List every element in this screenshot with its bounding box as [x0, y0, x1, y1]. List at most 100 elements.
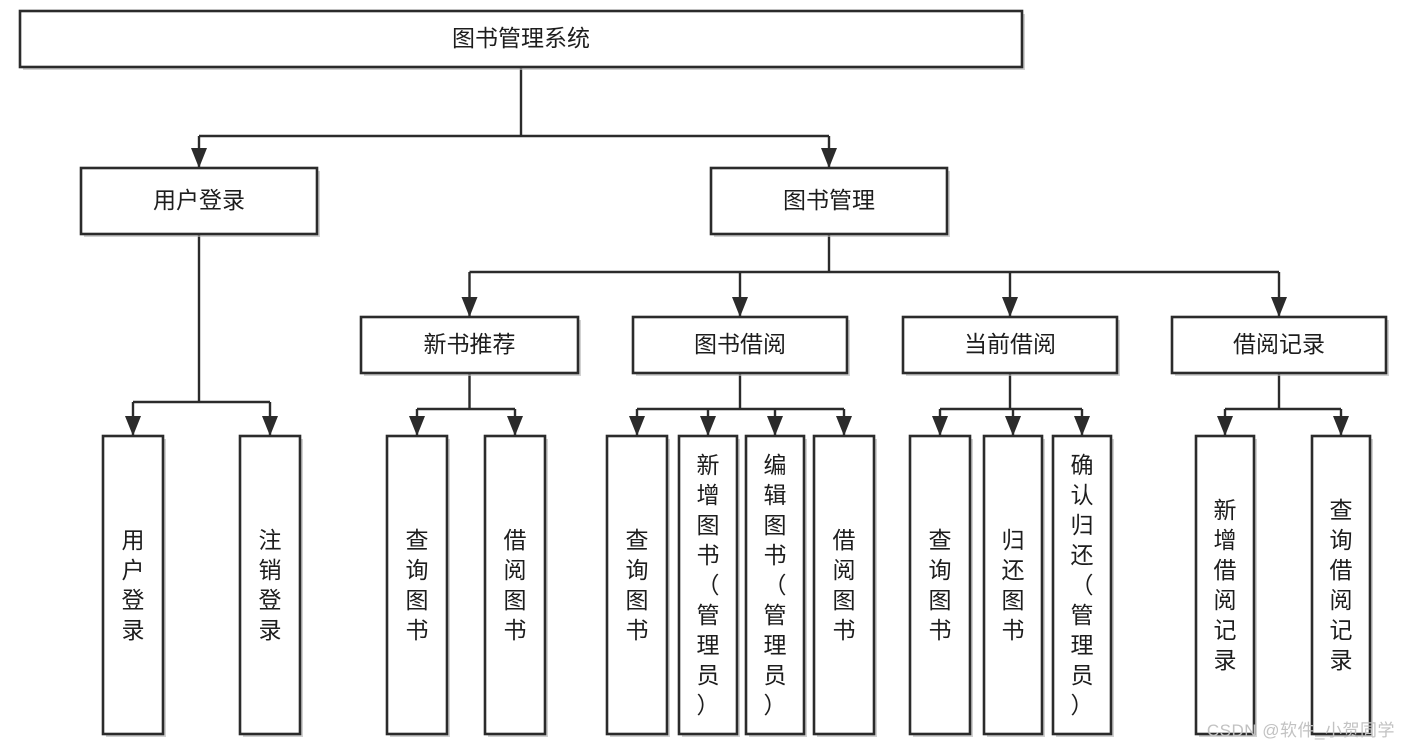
node-label-char: 销	[259, 557, 282, 583]
node-box[interactable]	[1051, 434, 1113, 736]
node-label-char: 理	[1071, 632, 1094, 658]
node-new-book-recommend[interactable]: 新书推荐	[359, 315, 581, 376]
node-label-char: 新	[1214, 497, 1237, 523]
node-box[interactable]	[1310, 434, 1372, 736]
node-book-management[interactable]: 图书管理	[709, 166, 950, 237]
node-label-char: 借	[833, 527, 856, 553]
arrow-head-icon	[1217, 416, 1233, 436]
node-box[interactable]	[385, 434, 449, 736]
arrow-head-icon	[836, 416, 852, 436]
arrow-head-icon	[1333, 416, 1349, 436]
node-label: 图书管理	[783, 187, 875, 213]
arrow-head-icon	[1074, 416, 1090, 436]
node-label-char: 书	[504, 617, 527, 643]
node-label-char: 还	[1002, 557, 1025, 583]
node-box[interactable]	[908, 434, 972, 736]
node-box[interactable]	[812, 434, 876, 736]
node-root-图书管理系统[interactable]: 图书管理系统	[18, 9, 1025, 70]
node-label-char: ）	[764, 692, 787, 718]
node-label-char: 书	[697, 542, 720, 568]
node-box[interactable]	[238, 434, 302, 736]
node-box[interactable]	[1194, 434, 1256, 736]
node-label-char: 书	[406, 617, 429, 643]
node-label-char: 阅	[1214, 587, 1237, 613]
arrow-head-icon	[1002, 297, 1018, 317]
node-label-char: 书	[1002, 617, 1025, 643]
arrow-head-icon	[262, 416, 278, 436]
arrow-head-icon	[1005, 416, 1021, 436]
node-label-char: （	[1071, 572, 1094, 598]
arrow-head-icon	[191, 148, 207, 168]
node-box[interactable]	[631, 315, 849, 375]
node-box[interactable]	[605, 434, 669, 736]
node-label-char: （	[764, 572, 787, 598]
node-label-char: 录	[122, 617, 145, 643]
node-layer: 图书管理系统用户登录图书管理新书推荐图书借阅当前借阅借阅记录用户登录注销登录查询…	[18, 9, 1389, 737]
node-label: 借阅记录	[1233, 331, 1325, 357]
node-label-char: 还	[1071, 542, 1094, 568]
node-label-char: 图	[626, 587, 649, 613]
node-label-char: 归	[1071, 512, 1094, 538]
node-current-borrow[interactable]: 当前借阅	[901, 315, 1120, 376]
arrow-head-icon	[125, 416, 141, 436]
node-leaf-user-login[interactable]: 用户登录	[101, 434, 166, 737]
node-label-char: 编	[764, 452, 787, 478]
node-box[interactable]	[982, 434, 1044, 736]
node-label-char: 书	[833, 617, 856, 643]
node-label-char: 图	[833, 587, 856, 613]
node-box[interactable]	[1170, 315, 1388, 375]
node-box[interactable]	[79, 166, 319, 236]
node-label-char: 书	[929, 617, 952, 643]
arrow-head-icon	[461, 297, 478, 317]
node-label-char: （	[697, 572, 720, 598]
node-label-char: 理	[764, 632, 787, 658]
node-label-char: 新	[697, 452, 720, 478]
node-label: 新书推荐	[424, 331, 516, 357]
node-label-char: 书	[764, 542, 787, 568]
node-book-borrow[interactable]: 图书借阅	[631, 315, 850, 376]
connector-layer	[125, 67, 1349, 436]
node-label-char: 书	[626, 617, 649, 643]
arrow-head-icon	[409, 416, 425, 436]
arrow-head-icon	[732, 297, 748, 317]
node-label-char: 员	[764, 662, 787, 688]
node-box[interactable]	[18, 9, 1024, 69]
node-borrow-record[interactable]: 借阅记录	[1170, 315, 1389, 376]
node-label-char: 录	[259, 617, 282, 643]
node-box[interactable]	[359, 315, 580, 375]
node-box[interactable]	[709, 166, 949, 236]
node-box[interactable]	[677, 434, 739, 736]
node-label-char: 图	[504, 587, 527, 613]
node-box[interactable]	[744, 434, 806, 736]
node-user-login[interactable]: 用户登录	[79, 166, 320, 237]
node-label-char: 员	[697, 662, 720, 688]
node-box[interactable]	[101, 434, 165, 736]
node-label-char: 图	[406, 587, 429, 613]
node-box[interactable]	[901, 315, 1119, 375]
node-label-char: 增	[697, 482, 720, 508]
node-label-char: 询	[929, 557, 952, 583]
node-label-char: 询	[406, 557, 429, 583]
node-label-char: 询	[1330, 527, 1353, 553]
node-label-char: 阅	[504, 557, 527, 583]
arrow-head-icon	[821, 148, 837, 168]
node-box[interactable]	[483, 434, 547, 736]
arrow-head-icon	[767, 416, 783, 436]
node-label-char: 确	[1071, 452, 1094, 478]
node-label-char: 查	[626, 527, 649, 553]
node-label-char: 登	[259, 587, 282, 613]
node-label-char: 注	[259, 527, 282, 553]
